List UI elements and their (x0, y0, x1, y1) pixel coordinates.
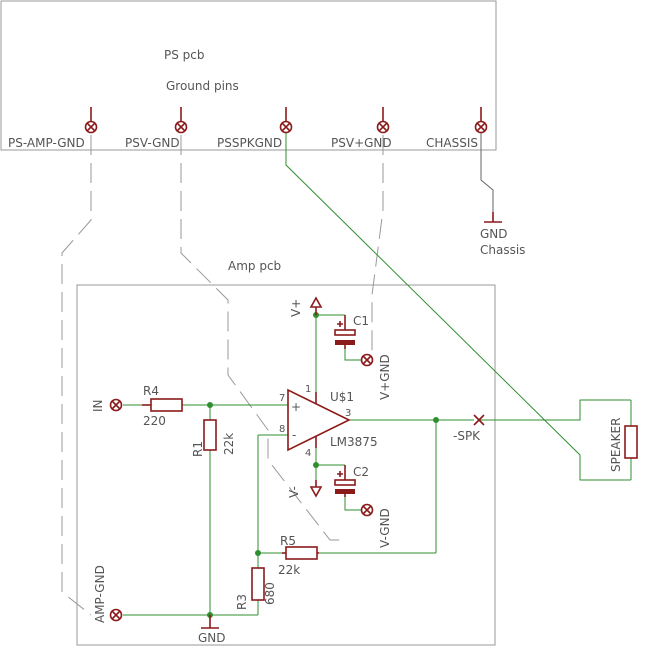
ps-pcb-outline (0, 0, 497, 151)
opamp-part: LM3875 (330, 435, 378, 449)
ps-pin-label-1: PS-AMP-GND (8, 136, 85, 150)
v-minus-label: V- (287, 486, 301, 498)
ps-pin-label-3: PSSPKGND (217, 136, 282, 150)
spk-neg-label: -SPK (453, 429, 481, 443)
chassis-ground-symbol (480, 133, 502, 223)
opamp-name: U$1 (330, 390, 354, 404)
r5-value: 22k (278, 563, 300, 577)
c2-name: C2 (353, 465, 369, 479)
dashed-v-plus-gnd-link (371, 135, 384, 355)
amp-gnd-label: AMP-GND (93, 565, 107, 623)
wire-spk-to-speaker (479, 399, 631, 421)
opamp-pin-4: 4 (305, 448, 311, 459)
opamp-pin-8: 8 (279, 424, 285, 435)
v-plus-gnd-connector (360, 353, 374, 367)
junction-v-minus (313, 462, 319, 468)
capacitor-c2 (334, 465, 356, 497)
ps-pin-psv-plus-gnd (376, 107, 390, 134)
ps-pin-psv-gnd (174, 107, 188, 134)
r3-value: 680 (263, 582, 277, 605)
ps-pcb-title: PS pcb (164, 48, 205, 62)
v-minus-gnd-label: V-GND (378, 508, 392, 548)
ps-pin-label-5: CHASSIS (426, 136, 478, 150)
r1-name: R1 (191, 441, 205, 457)
in-connector (109, 398, 123, 412)
v-plus-supply-symbol (309, 296, 323, 315)
dashed-amp-gnd-link (61, 135, 92, 616)
opamp-pin-3: 3 (345, 408, 351, 419)
junction-output (433, 417, 439, 423)
gnd-label: GND (198, 631, 226, 645)
wire-c2-bottom (344, 497, 362, 511)
junction-r3-r5 (255, 550, 261, 556)
ps-pin-label-2: PSV-GND (125, 136, 180, 150)
spk-neg-marker (473, 414, 485, 426)
in-label: IN (91, 399, 105, 412)
ps-pcb-subtitle: Ground pins (166, 79, 239, 93)
resistor-r4 (150, 398, 183, 412)
opamp-minus-sign: - (292, 428, 296, 442)
wire-c1-bottom (344, 349, 362, 361)
ps-pin-ps-amp-gnd (84, 107, 98, 134)
opamp-u1 (287, 388, 351, 452)
amp-pcb-title: Amp pcb (228, 259, 281, 273)
gnd-chassis-line2: Chassis (480, 243, 525, 257)
r4-value: 220 (143, 414, 166, 428)
resistor-r1 (203, 419, 217, 451)
junction-r1-top (207, 402, 213, 408)
speaker-symbol (624, 425, 638, 459)
v-minus-supply-symbol (309, 480, 323, 498)
resistor-r5 (285, 546, 318, 560)
ps-pin-psspkgnd (279, 107, 293, 134)
wire-psspkgnd-to-speaker (285, 133, 631, 481)
v-plus-label: V+ (289, 299, 303, 317)
resistor-r3 (251, 567, 265, 601)
ps-pin-label-4: PSV+GND (331, 136, 392, 150)
v-minus-gnd-connector (360, 503, 374, 517)
r1-value: 22k (222, 433, 236, 455)
opamp-pin-7: 7 (279, 393, 285, 404)
opamp-pin-1: 1 (305, 384, 311, 395)
r3-name: R3 (235, 594, 249, 610)
v-plus-gnd-label: V+GND (378, 354, 392, 400)
amp-pcb-outline (76, 284, 496, 646)
r4-name: R4 (143, 384, 159, 398)
amp-gnd-connector (109, 608, 123, 622)
capacitor-c1 (334, 315, 356, 349)
opamp-plus-sign: + (291, 400, 301, 414)
dashed-v-minus-gnd-link (180, 135, 345, 541)
r5-name: R5 (280, 534, 296, 548)
speaker-label: SPEAKER (609, 418, 623, 472)
c1-name: C1 (353, 314, 369, 328)
ground-symbol (201, 615, 219, 629)
ps-pin-chassis (474, 107, 488, 134)
gnd-chassis-line1: GND (480, 227, 508, 241)
